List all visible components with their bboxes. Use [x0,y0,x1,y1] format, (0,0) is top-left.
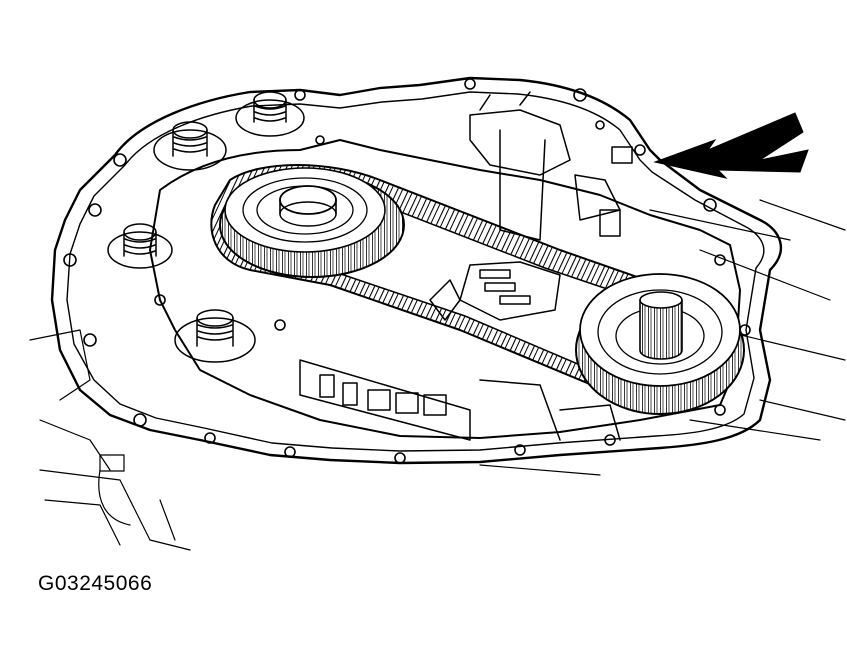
detent-spring-4 [174,309,256,363]
detent-spring-2 [153,121,227,171]
flange-bolt-holes [63,78,751,464]
case-flange-outer [50,76,782,465]
callout-arrow-icon [653,112,809,179]
detent-spring-3 [107,223,173,269]
transfer-case-chain-drive-illustration [29,76,846,551]
detent-spring-1 [235,91,305,137]
figure-code: G03245066 [38,572,153,595]
housing-background [29,199,846,551]
center-housing-detail [429,91,633,321]
gasket-inner [149,139,741,439]
lower-rib-detail [299,359,621,441]
drive-sprocket [219,167,405,278]
driven-sprocket [575,273,745,415]
